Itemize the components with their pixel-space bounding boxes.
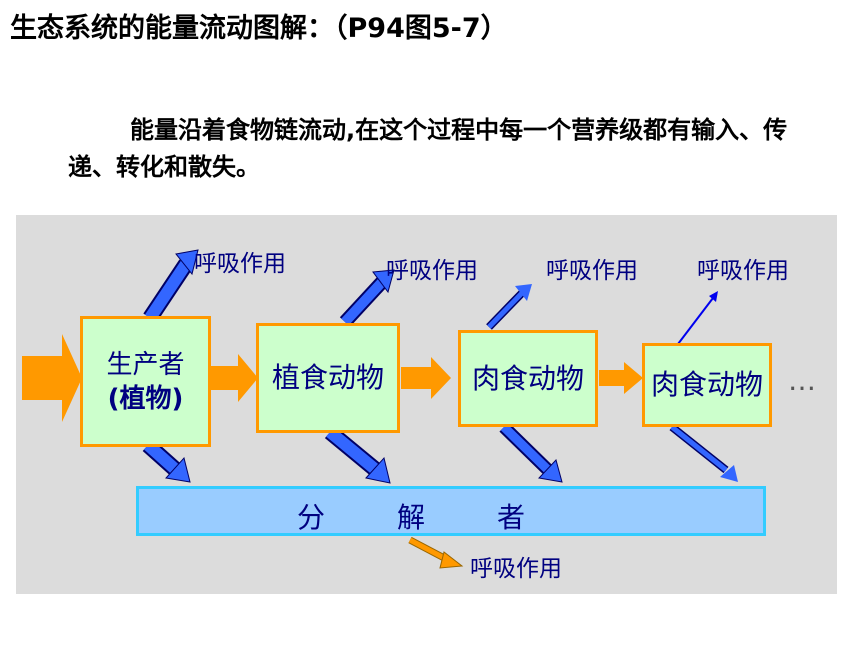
carnivore-box-secondary: 肉食动物 [642,343,772,427]
producer-sublabel: (植物) [107,383,184,414]
herbivore-box: 植食动物 [256,323,400,433]
carnivore-box-primary: 肉食动物 [458,330,598,427]
respiration-label: 呼吸作用 [194,251,286,277]
respiration-arrow-icon [143,249,199,323]
decomposition-arrow-icon [669,423,738,482]
respiration-label: 呼吸作用 [386,258,478,284]
decomposer-char: 者 [497,501,526,534]
respiration-arrow-icon [486,284,532,330]
respiration-label: 呼吸作用 [546,258,638,284]
producer-label: 生产者 [106,349,185,380]
carnivore-label: 肉食动物 [650,368,763,401]
respiration-arrow-icon [408,536,464,569]
decomposition-arrow-icon [499,422,563,483]
decomposer-char: 解 [397,501,426,534]
energy-input-arrow-icon [22,334,82,422]
flow-arrow-icon [599,362,643,394]
respiration-arrow-icon [339,269,395,327]
herbivore-label: 植食动物 [271,361,384,394]
decomposer-char: 分 [297,501,326,534]
flow-arrow-icon [401,357,451,399]
flow-arrow-icon [203,354,258,402]
respiration-label: 呼吸作用 [470,556,562,582]
decomposer-bar: 分 解 者 [136,486,766,536]
decomposition-arrow-icon [324,425,391,484]
continuation-ellipsis: … [788,364,818,397]
carnivore-label: 肉食动物 [471,361,584,395]
intro-paragraph: 能量沿着食物链流动,在这个过程中每一个营养级都有输入、传递、转化和散失。 [68,116,788,181]
slide-title: 生态系统的能量流动图解：（P94图5-7） [10,13,508,44]
respiration-arrow-icon [677,291,718,345]
producer-box: 生产者 (植物) [80,316,211,447]
decomposition-arrow-icon [142,439,191,483]
respiration-label: 呼吸作用 [697,258,789,284]
